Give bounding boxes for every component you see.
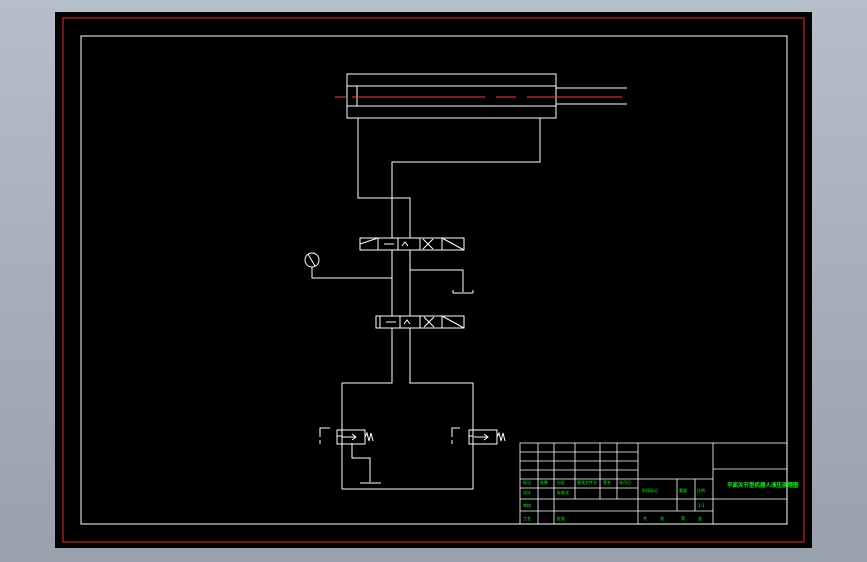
tb-label-scale: 比例 [697,487,705,493]
tb-label-sheet: 张 [698,515,702,521]
tb-label-review: 审核 [523,502,531,508]
relief-valve-icon [451,427,506,445]
title-block [519,442,788,525]
tb-label-total: 共 [643,515,647,521]
hydraulic-cylinder [346,73,627,119]
cad-canvas [55,12,812,548]
tb-label-approve: 批准 [557,515,565,521]
tb-label-sheets: 张 [660,515,664,521]
tb-label-change-doc: 更改文件号 [577,479,597,485]
tb-label-of: 第 [681,515,685,521]
tb-label-craft: 工艺 [523,516,531,521]
tb-label-signature: 签名 [603,479,611,485]
relief-valve-icon [319,427,374,445]
title-block-labels: 标记 处数 分区 更改文件号 签名 年月日 设计 标准化 审核 工艺 批准 阶段… [523,479,799,521]
sheet-border [62,17,805,543]
tb-label-date: 年月日 [619,479,631,485]
tb-label-zone: 分区 [557,479,565,485]
tb-label-weight: 重量 [679,487,687,493]
tb-label-stage-mark: 阶段标记 [642,487,658,493]
tb-label-design: 设计 [523,489,531,495]
tb-label-count: 处数 [540,479,548,485]
tb-label-standardization: 标准化 [557,489,569,495]
tank-icon [452,290,474,294]
hydraulic-lines [311,118,541,490]
tb-scale-value: 1:1 [698,503,705,508]
drawing-frame [80,35,788,525]
drawing-title: 平面关节型机器人液压原理图 [727,481,799,489]
pressure-gauge-icon [304,252,320,268]
directional-valve-icon [375,315,465,329]
tb-label-mark: 标记 [523,479,531,485]
directional-valve-icon [359,237,465,251]
